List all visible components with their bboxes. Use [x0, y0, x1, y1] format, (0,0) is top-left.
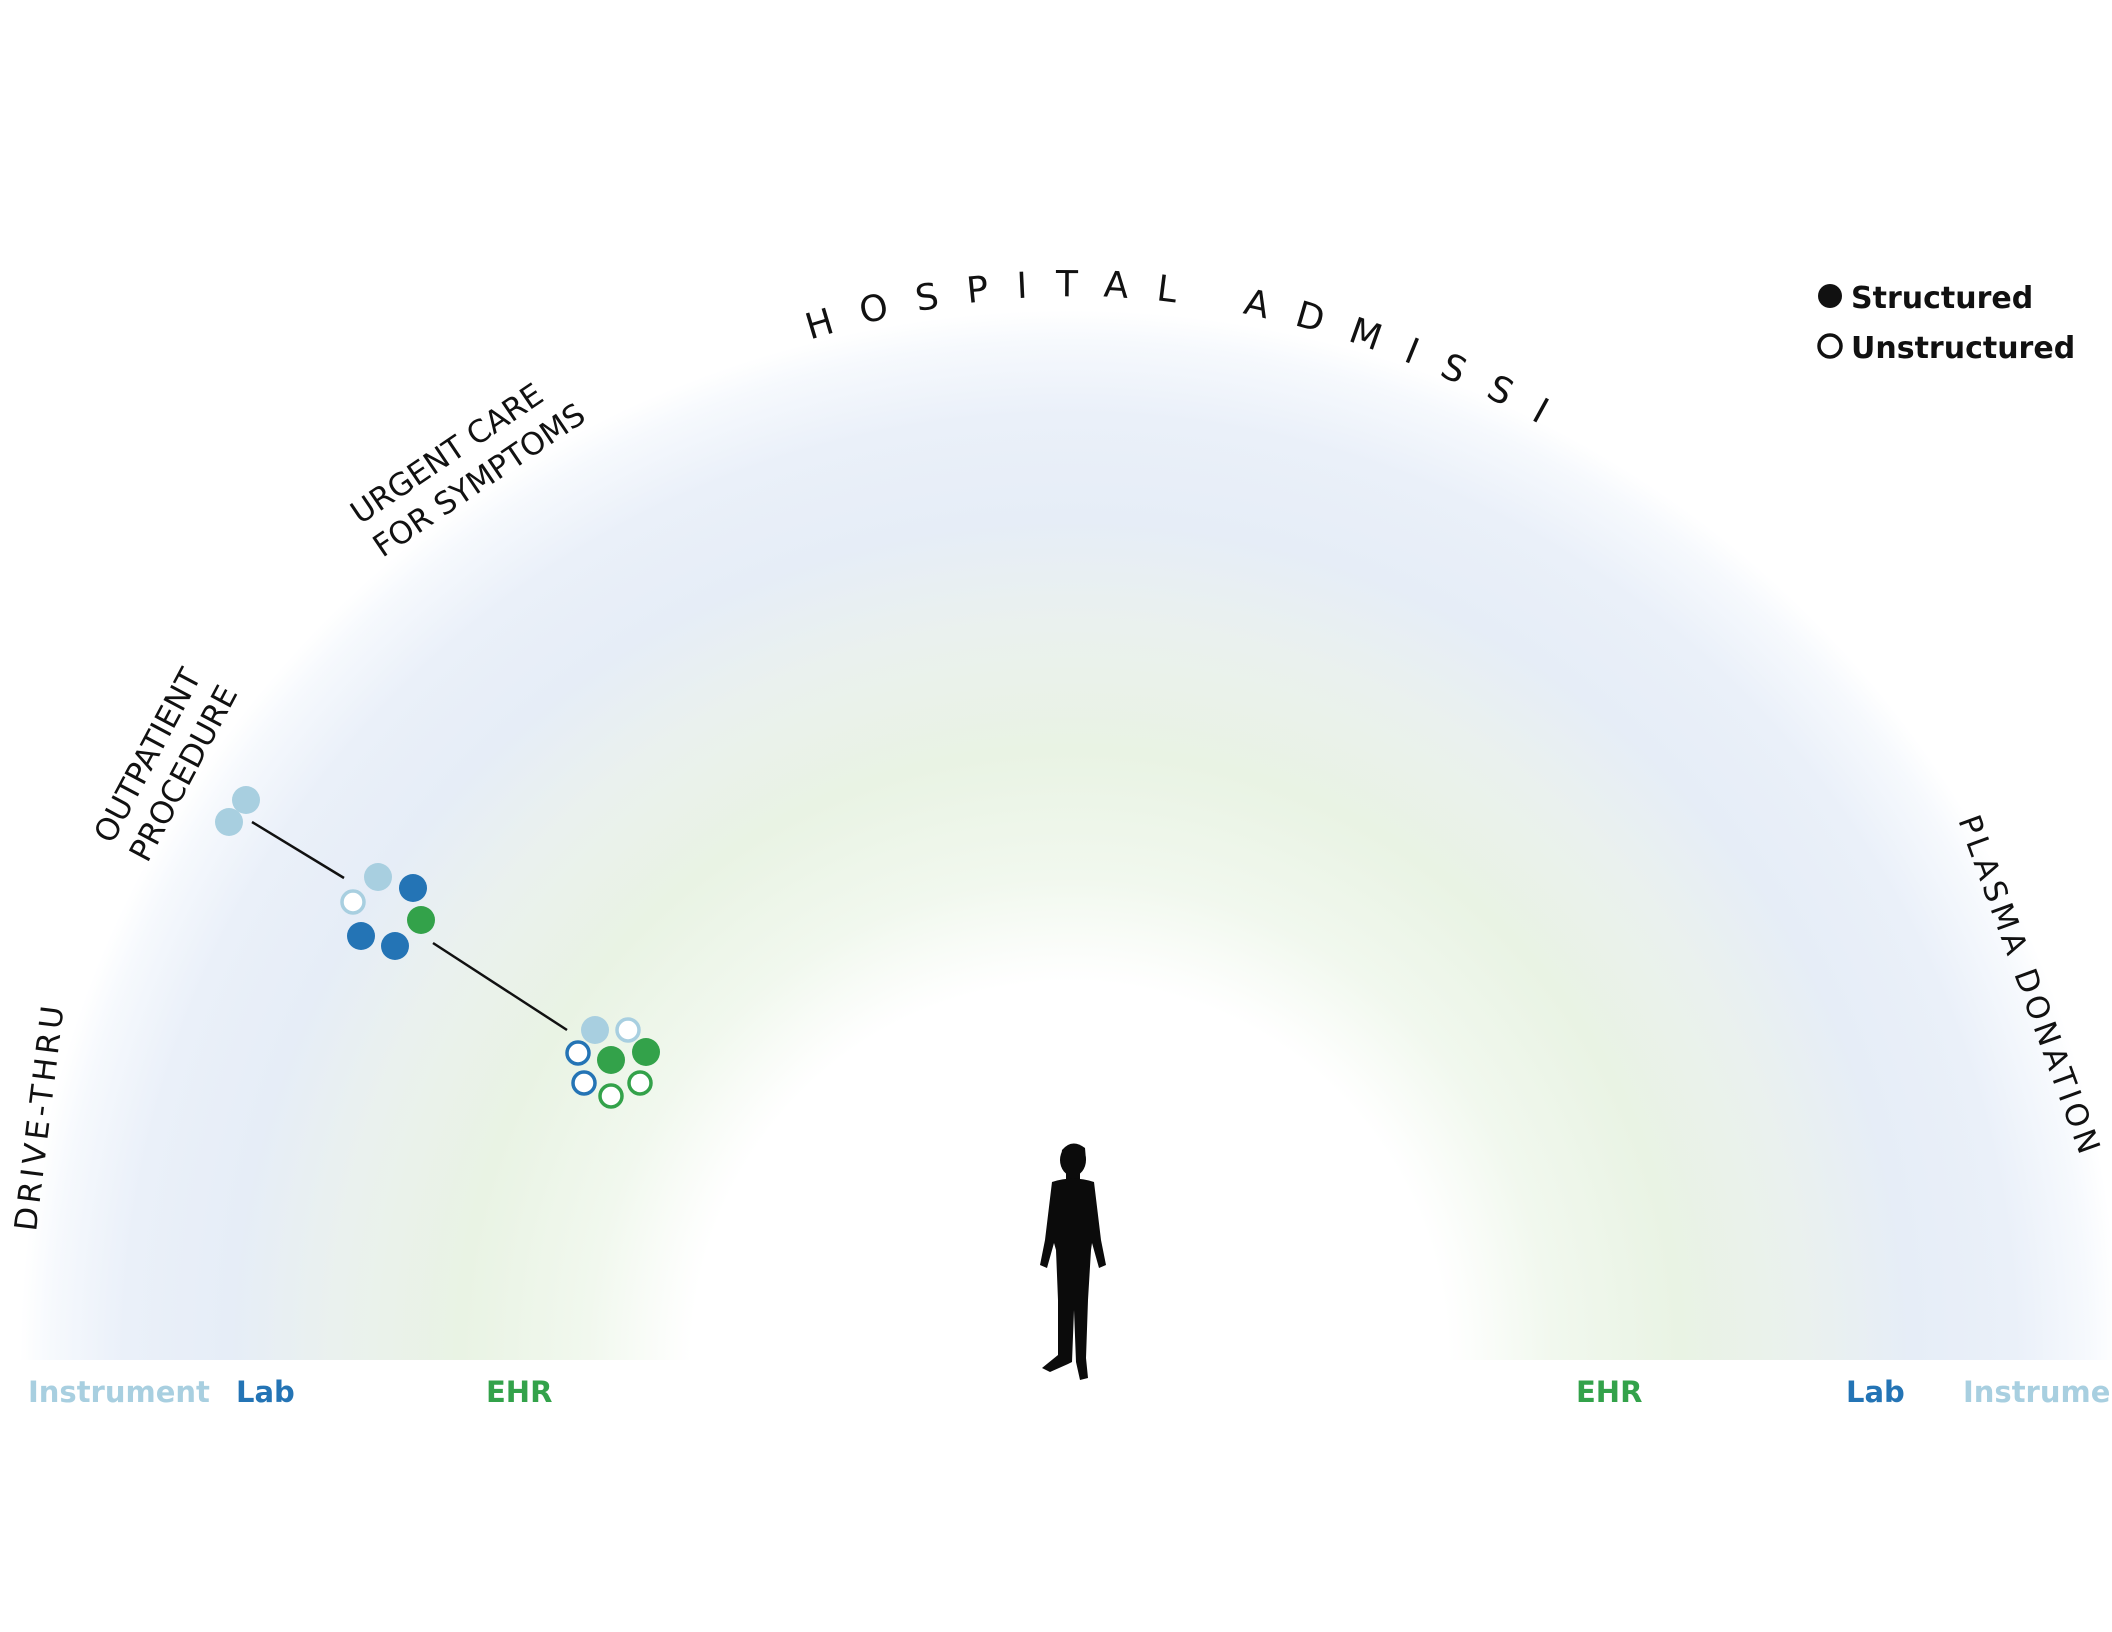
data-point-lab-unstructured [565, 1040, 591, 1066]
structured-legend-marker [1818, 284, 1842, 308]
person-silhouette-icon [1040, 1143, 1106, 1380]
cluster-2 [340, 863, 435, 960]
connector-line-1 [251, 820, 345, 880]
band-label-instrument-right: Instrument [1963, 1375, 2112, 1409]
data-point-ehr-structured [632, 1038, 660, 1066]
data-point-instrument-structured [232, 786, 260, 814]
structured-legend-label: Structured [1851, 281, 2033, 316]
data-point-lab-structured [381, 932, 409, 960]
data-point-ehr-structured [407, 906, 435, 934]
data-point-instrument-structured [215, 808, 243, 836]
cluster-1 [215, 786, 260, 836]
data-point-instrument-structured [581, 1016, 609, 1044]
data-point-instrument-unstructured [340, 889, 366, 915]
data-point-ehr-unstructured [627, 1070, 653, 1096]
unstructured-legend-marker [1817, 333, 1843, 359]
data-point-ehr-unstructured [598, 1083, 624, 1109]
connector-line-2 [432, 941, 568, 1032]
data-point-lab-structured [399, 874, 427, 902]
band-label-ehr-left: EHR [486, 1375, 552, 1409]
band-fan [20, 310, 2112, 1360]
data-point-instrument-structured [364, 863, 392, 891]
data-point-ehr-structured [597, 1046, 625, 1074]
cluster-3 [565, 1016, 660, 1109]
band-label-lab-right: Lab [1846, 1375, 1905, 1409]
band-label-ehr-right: EHR [1576, 1375, 1642, 1409]
data-point-lab-unstructured [571, 1070, 597, 1096]
band-label-lab-left: Lab [236, 1375, 295, 1409]
data-point-clusters [215, 786, 660, 1109]
data-point-instrument-unstructured [615, 1017, 641, 1043]
band-label-instrument-left: Instrument [28, 1375, 210, 1409]
unstructured-legend-label: Unstructured [1851, 331, 2075, 366]
legend: Structured Unstructured [1817, 281, 2075, 366]
data-point-lab-structured [347, 922, 375, 950]
